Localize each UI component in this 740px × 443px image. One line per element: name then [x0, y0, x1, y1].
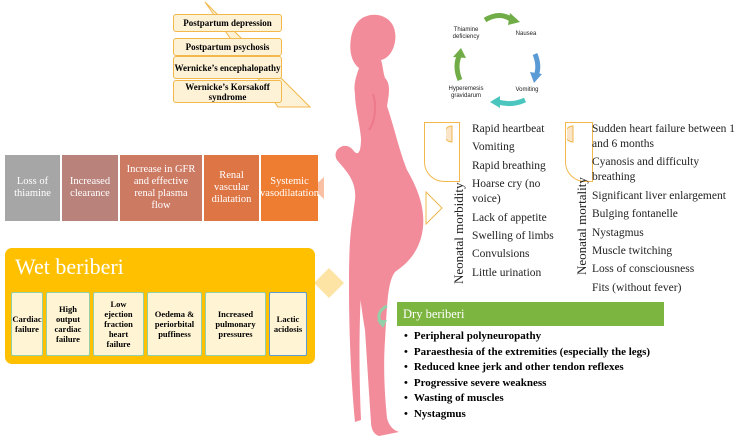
dry-item: Nystagmus [404, 407, 650, 423]
wet-item-cardiac-failure: Cardiac failure [11, 292, 43, 356]
wet-item-lactic-acidosis: Lactic acidosis [269, 292, 307, 356]
dry-item: Progressive severe weakness [404, 376, 650, 392]
pathway-pointer-icon [312, 177, 324, 199]
curved-arrow-icon [377, 304, 388, 328]
condition-wernicke-korsakoff: Wernicke’s Korsakoff syndrome [173, 80, 282, 103]
wet-beriberi-panel: Wet beriberi Cardiac failure High output… [5, 248, 315, 364]
mortality-label: Neonatal mortality [574, 177, 589, 275]
mortality-item: Sudden heart failure between 1 and 6 mon… [592, 123, 736, 150]
half-circle-icon [446, 125, 453, 143]
pathway-step-loss-of-thiamine: Loss of thiamine [5, 155, 60, 221]
wet-item-high-output: High output cardiac failure [46, 292, 90, 356]
pathway-step-systemic-vasodilatation: Systemic vasodilatation [260, 155, 319, 221]
morbidity-pointer-icon [425, 190, 443, 226]
condition-postpartum-depression: Postpartum depression [173, 14, 282, 32]
arrow-green-top-icon [483, 13, 520, 25]
arrow-blue-right-icon [530, 53, 542, 83]
cycle-diagram [453, 13, 542, 108]
wet-item-low-ejection: Low ejection fraction heart failure [93, 292, 144, 356]
morbidity-bracket [424, 122, 460, 182]
wet-item-oedema: Oedema & periorbital puffiness [147, 292, 202, 356]
wet-pointer-diamond-icon [314, 268, 344, 298]
dry-beriberi-header: Dry beriberi [397, 302, 664, 326]
mortality-item: Loss of consciousness [592, 263, 695, 276]
morbidity-list: Rapid heartbeat Vomiting Rapid breathing… [472, 122, 554, 284]
cycle-label-hyperemesis: Hyperemesis gravidarum [448, 86, 484, 99]
arrow-green-left-icon [453, 48, 466, 81]
dry-item: Peripheral polyneuropathy [404, 329, 650, 345]
mortality-list: Sudden heart failure between 1 and 6 mon… [592, 122, 738, 299]
arrow-teal-bottom-icon [490, 96, 527, 108]
morbidity-item: Swelling of limbs [472, 229, 554, 242]
mortality-item: Fits (without fever) [592, 281, 682, 294]
morbidity-item: Convulsions [472, 248, 530, 261]
condition-wernicke-encephalopathy: Wernicke’s encephalopathy [173, 56, 282, 79]
cycle-label-vomiting: Vomiting [515, 87, 539, 93]
mortality-item: Muscle twitching [592, 244, 673, 257]
cycle-label-thiamine-deficiency: Thiamine deficiency [452, 27, 480, 40]
half-circle-icon [567, 125, 574, 143]
morbidity-label: Neonatal morbidity [451, 182, 466, 284]
morbidity-item: Little urination [472, 266, 542, 279]
dry-beriberi-list: Peripheral polyneuropathy Paraesthesia o… [404, 329, 650, 422]
morbidity-item: Rapid heartbeat [472, 123, 545, 135]
pathway-step-gfr-increase: Increase in GFR and effective renal plas… [120, 155, 202, 221]
wet-beriberi-title: Wet beriberi [15, 254, 124, 279]
dry-item: Wasting of muscles [404, 391, 650, 407]
mortality-item: Bulging fontanelle [592, 208, 678, 221]
pathway-step-renal-vascular-dilatation: Renal vascular dilatation [204, 155, 259, 221]
pathway-step-increased-clearance: Increased clearance [62, 155, 118, 221]
morbidity-item: Hoarse cry (no voice) [472, 178, 541, 206]
dry-item: Paraesthesia of the extremities (especia… [404, 345, 650, 361]
wet-item-pulmonary-pressures: Increased pulmonary pressures [205, 292, 266, 356]
dry-item: Reduced knee jerk and other tendon refle… [404, 360, 650, 376]
mortality-item: Nystagmus [592, 226, 644, 239]
cycle-label-nausea: Nausea [515, 31, 537, 37]
mortality-item: Cyanosis and difficulty breathing [592, 156, 700, 184]
morbidity-item: Rapid breathing [472, 159, 546, 172]
condition-postpartum-psychosis: Postpartum psychosis [173, 38, 282, 56]
morbidity-item: Lack of appetite [472, 211, 547, 224]
morbidity-item: Vomiting [472, 141, 515, 154]
mortality-item: Significant liver enlargement [592, 189, 726, 202]
pregnant-woman-silhouette [335, 14, 424, 436]
